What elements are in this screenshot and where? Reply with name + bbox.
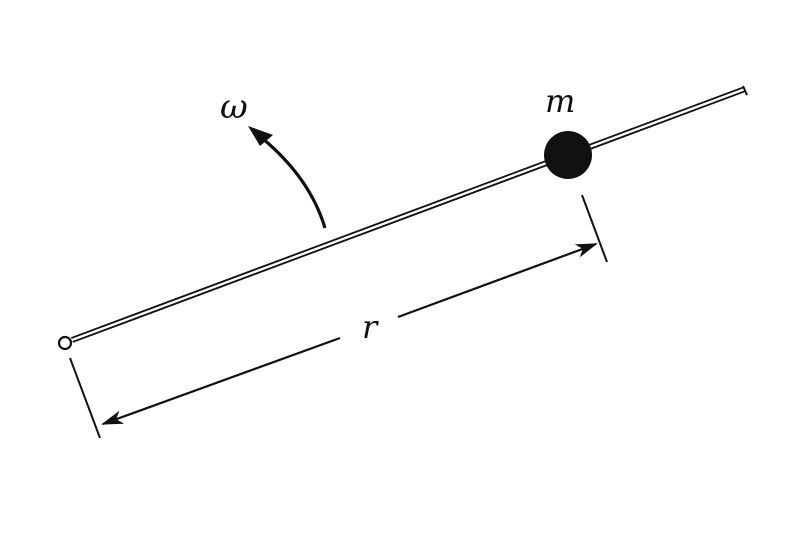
mass-label: m	[545, 82, 575, 120]
radius-label: r	[362, 308, 379, 346]
rotation-arrowhead	[248, 126, 273, 146]
extension-line-mass	[581, 194, 608, 263]
mass-ball	[544, 131, 592, 179]
extension-line-pivot	[69, 357, 101, 439]
dimension-line-left	[101, 336, 341, 426]
rotation-arrow	[260, 136, 327, 229]
dimension-line-right	[397, 242, 598, 319]
omega-label: ω	[220, 87, 248, 127]
rod	[70, 85, 748, 343]
pivot-circle	[57, 335, 73, 351]
